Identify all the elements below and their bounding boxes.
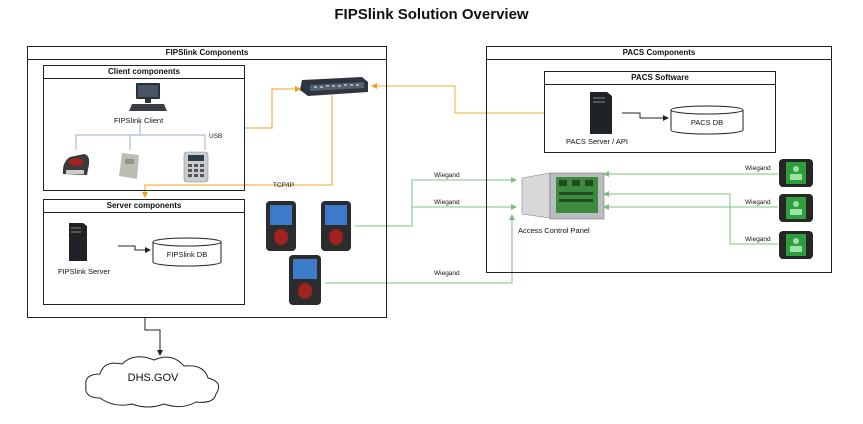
server-tower-icon bbox=[69, 223, 87, 261]
cloud-icon bbox=[85, 356, 220, 408]
pacs-server-label: PACS Server / API bbox=[566, 137, 628, 146]
access-control-panel-icon bbox=[521, 172, 605, 220]
wiegand-label-reader2: Wiegand bbox=[434, 199, 460, 206]
desktop-computer-icon bbox=[129, 83, 167, 111]
reader3-wiegand-line bbox=[325, 214, 515, 284]
pacs-software-box: PACS Software bbox=[544, 71, 776, 153]
usb-label: USB bbox=[209, 133, 223, 140]
database-icon bbox=[152, 237, 222, 267]
biometric-reader-icon-2 bbox=[321, 201, 351, 251]
pacs-server-tower-icon bbox=[590, 92, 612, 134]
wiegand-reader-icon-1 bbox=[779, 159, 813, 187]
card-reader-icon bbox=[119, 153, 139, 179]
access-control-panel-label: Access Control Panel bbox=[518, 226, 590, 235]
fipslink-client-label: FIPSlink Client bbox=[114, 116, 164, 125]
wiegand-reader-icon-2 bbox=[779, 194, 813, 222]
fipslink-db: FIPSlink DB bbox=[152, 237, 222, 267]
server-components-header: Server components bbox=[44, 200, 244, 213]
usb-to-switch-line bbox=[245, 86, 301, 129]
pacs-server-to-db-line bbox=[622, 112, 669, 121]
pacs-to-switch-line bbox=[371, 83, 545, 114]
wiegand-label-right2: Wiegand bbox=[745, 199, 771, 206]
biometric-reader-icon-1 bbox=[266, 201, 296, 251]
pacs-database-icon bbox=[670, 105, 744, 135]
tcpip-label: TCP/IP bbox=[273, 182, 294, 189]
network-switch-icon bbox=[300, 77, 368, 96]
wiegand-label-reader1: Wiegand bbox=[434, 172, 460, 179]
wiegand-label-reader3: Wiegand bbox=[434, 270, 460, 277]
fipslink-server-label: FIPSlink Server bbox=[58, 267, 111, 276]
right3-wiegand-line bbox=[603, 191, 778, 245]
pacs-components-box: PACS Components bbox=[486, 46, 832, 273]
server-components-box: Server components bbox=[43, 199, 245, 305]
wiegand-label-right3: Wiegand bbox=[745, 236, 771, 243]
fipslink-server-to-db-line bbox=[118, 245, 151, 253]
pacs-db-label: PACS DB bbox=[690, 118, 724, 127]
client-components-header: Client components bbox=[44, 66, 244, 79]
pacs-software-header: PACS Software bbox=[545, 72, 775, 85]
wiegand-label-right1: Wiegand bbox=[745, 165, 771, 172]
keypad-reader-icon bbox=[183, 151, 209, 183]
switch-to-server-line bbox=[142, 95, 333, 198]
client-components-box: Client components bbox=[43, 65, 245, 191]
fipslink-db-label: FIPSlink DB bbox=[166, 250, 208, 259]
wiegand-reader-icon-3 bbox=[779, 231, 813, 259]
usb-link-lines bbox=[75, 122, 206, 150]
fingerprint-scanner-icon bbox=[62, 154, 90, 175]
fipslink-to-cloud-line bbox=[144, 318, 163, 356]
diagram-title: FIPSlink Solution Overview bbox=[334, 6, 529, 23]
pacs-db: PACS DB bbox=[670, 105, 744, 135]
cloud-label: DHS.GOV bbox=[127, 372, 179, 384]
biometric-reader-icon-3 bbox=[289, 255, 321, 305]
pacs-components-header: PACS Components bbox=[487, 47, 831, 60]
fipslink-components-header: FIPSlink Components bbox=[28, 47, 386, 60]
fipslink-components-box: FIPSlink Components bbox=[27, 46, 387, 318]
reader2-wiegand-line bbox=[355, 204, 517, 227]
